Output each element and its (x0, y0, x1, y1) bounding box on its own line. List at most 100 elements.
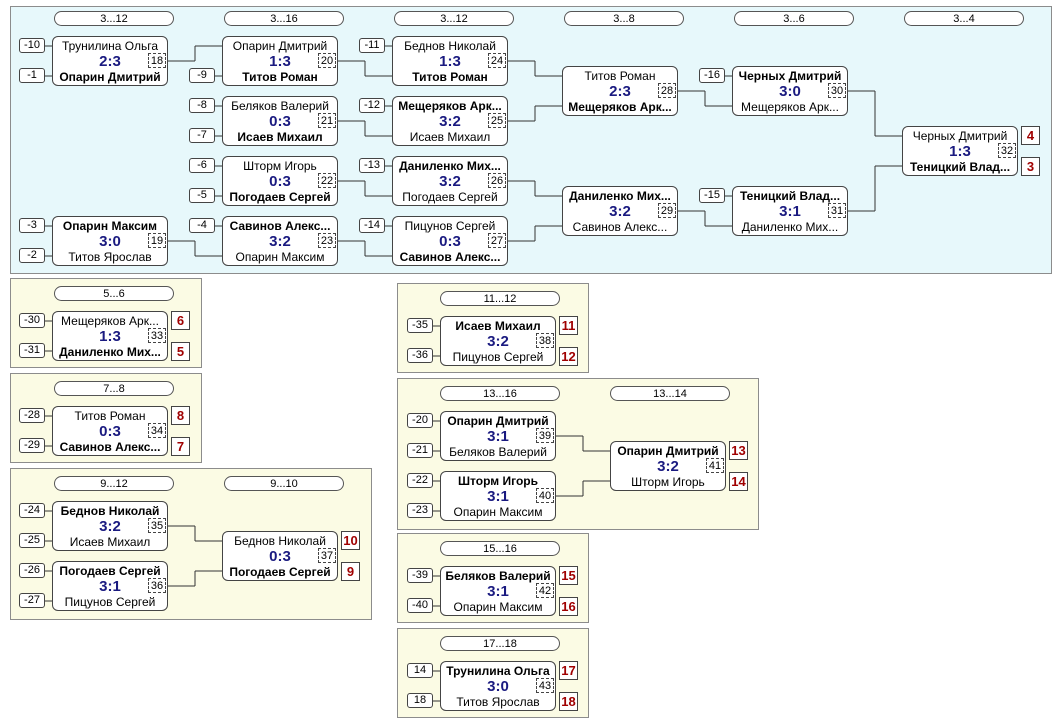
place-badge: 3 (1021, 157, 1040, 176)
player-bottom: Титов Ярослав (68, 250, 152, 264)
match-score: 3:2 (657, 458, 679, 475)
panel-main (10, 6, 1052, 274)
source-ref: -11 (359, 38, 385, 53)
player-bottom: Погодаев Сергей (229, 190, 331, 204)
player-top: Пицунов Сергей (404, 219, 496, 233)
source-ref: -25 (19, 533, 45, 548)
round-label: 13...14 (610, 386, 730, 401)
player-top: Беднов Николай (404, 39, 496, 53)
match-score: 3:0 (99, 233, 121, 250)
source-ref: -23 (407, 503, 433, 518)
source-ref: 18 (407, 693, 433, 708)
match-number: 35 (148, 518, 166, 533)
match-number: 28 (658, 83, 676, 98)
player-top: Черных Дмитрий (912, 129, 1008, 143)
player-top: Даниленко Мих... (399, 159, 501, 173)
match-score: 1:3 (99, 328, 121, 345)
match-score: 3:1 (487, 488, 509, 505)
round-label: 3...16 (224, 11, 344, 26)
source-ref: -35 (407, 318, 433, 333)
player-bottom: Шторм Игорь (631, 475, 705, 489)
source-ref: -10 (19, 38, 45, 53)
player-bottom: Савинов Алекс... (59, 440, 161, 454)
player-top: Черных Дмитрий (738, 69, 842, 83)
match-number: 18 (148, 53, 166, 68)
source-ref: -8 (189, 98, 215, 113)
match-number: 29 (658, 203, 676, 218)
round-label: 3...12 (394, 11, 514, 26)
match-number: 39 (536, 428, 554, 443)
player-top: Шторм Игорь (243, 159, 317, 173)
match-score: 1:3 (269, 53, 291, 70)
source-ref: -21 (407, 443, 433, 458)
match-score: 3:1 (487, 583, 509, 600)
player-bottom: Титов Роман (242, 70, 318, 84)
player-top: Беляков Валерий (231, 99, 329, 113)
match-score: 0:3 (99, 423, 121, 440)
player-bottom: Пицунов Сергей (64, 595, 156, 609)
match-number: 36 (148, 578, 166, 593)
match-score: 1:3 (439, 53, 461, 70)
round-label: 5...6 (54, 286, 174, 301)
player-top: Опарин Дмитрий (617, 444, 719, 458)
source-ref: -31 (19, 343, 45, 358)
match-score: 2:3 (99, 53, 121, 70)
place-badge: 9 (341, 562, 360, 581)
player-top: Опарин Дмитрий (232, 39, 328, 53)
source-ref: -22 (407, 473, 433, 488)
player-bottom: Теницкий Влад... (909, 160, 1011, 174)
source-ref: -9 (189, 68, 215, 83)
round-label: 3...8 (564, 11, 684, 26)
place-badge: 8 (171, 406, 190, 425)
source-ref: -24 (19, 503, 45, 518)
match-number: 23 (318, 233, 336, 248)
match-score: 3:2 (439, 113, 461, 130)
player-bottom: Опарин Максим (453, 505, 543, 519)
player-top: Беляков Валерий (445, 569, 551, 583)
source-ref: -6 (189, 158, 215, 173)
player-bottom: Титов Ярослав (456, 695, 540, 709)
player-bottom: Исаев Михаил (409, 130, 491, 144)
source-ref: -7 (189, 128, 215, 143)
round-label: 7...8 (54, 381, 174, 396)
match-number: 41 (706, 458, 724, 473)
match-score: 3:1 (487, 428, 509, 445)
match-number: 24 (488, 53, 506, 68)
source-ref: -1 (19, 68, 45, 83)
place-badge: 17 (559, 661, 578, 680)
place-badge: 4 (1021, 126, 1040, 145)
place-badge: 11 (559, 316, 578, 335)
source-ref: -28 (19, 408, 45, 423)
place-badge: 7 (171, 437, 190, 456)
player-bottom: Опарин Максим (235, 250, 325, 264)
match-score: 3:2 (269, 233, 291, 250)
player-bottom: Исаев Михаил (237, 130, 323, 144)
